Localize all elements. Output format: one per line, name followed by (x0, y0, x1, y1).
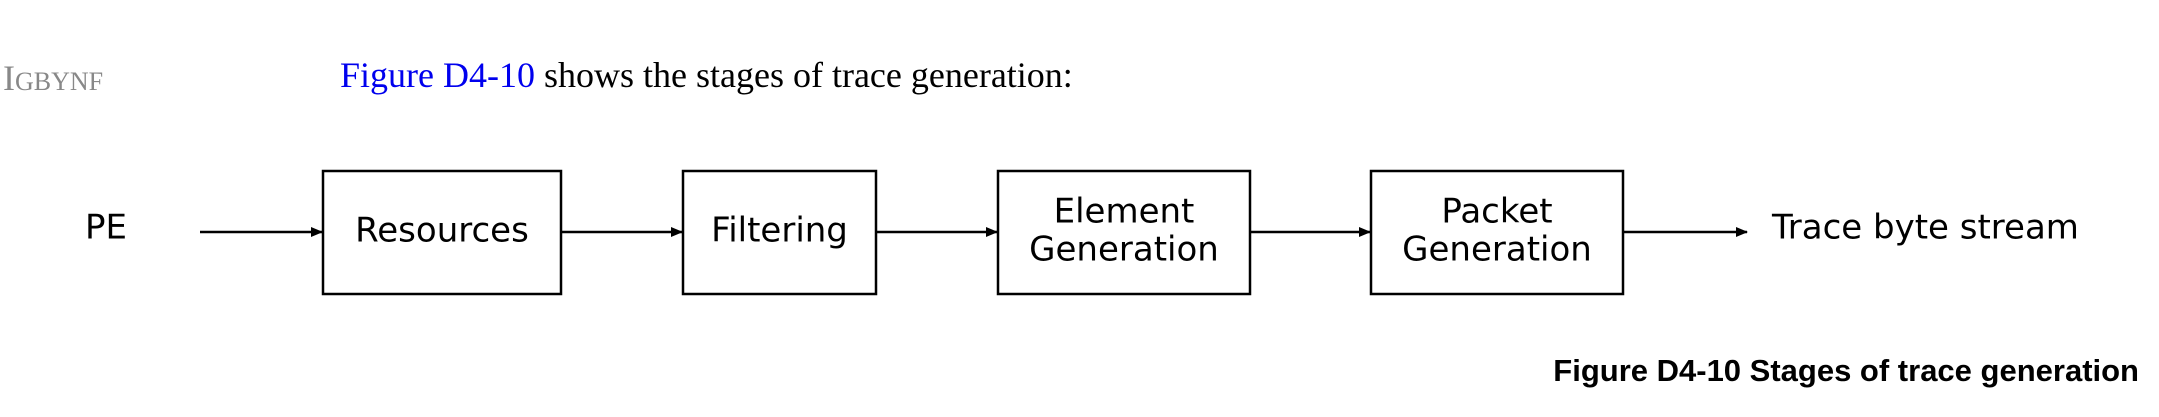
sink-label: Trace byte stream (1771, 208, 2079, 248)
figure-reference-link[interactable]: Figure D4-10 (340, 55, 535, 95)
stage-label: Generation (1402, 230, 1592, 270)
stage-label: Filtering (711, 211, 848, 251)
rule-identifier-initial: I (3, 58, 15, 98)
intro-paragraph: Figure D4-10 shows the stages of trace g… (340, 57, 1073, 93)
source-label: PE (85, 208, 127, 248)
figure-caption: Figure D4-10 Stages of trace generation (1553, 353, 2139, 388)
stage-box-outline (1369, 169, 1625, 296)
stage-box-filtering: Filtering (681, 169, 878, 296)
stage-label: Generation (1029, 230, 1219, 270)
stage-label: Element (1054, 192, 1195, 232)
stage-label: Packet (1441, 192, 1552, 232)
stage-box-resources: Resources (321, 169, 563, 296)
stage-box-outline (996, 169, 1252, 296)
rule-identifier: IGBYNF (3, 60, 103, 96)
stage-label: Resources (355, 211, 529, 251)
intro-text: shows the stages of trace generation: (534, 55, 1073, 95)
stage-box-outline (321, 169, 563, 296)
rule-identifier-suffix: GBYNF (15, 67, 104, 96)
